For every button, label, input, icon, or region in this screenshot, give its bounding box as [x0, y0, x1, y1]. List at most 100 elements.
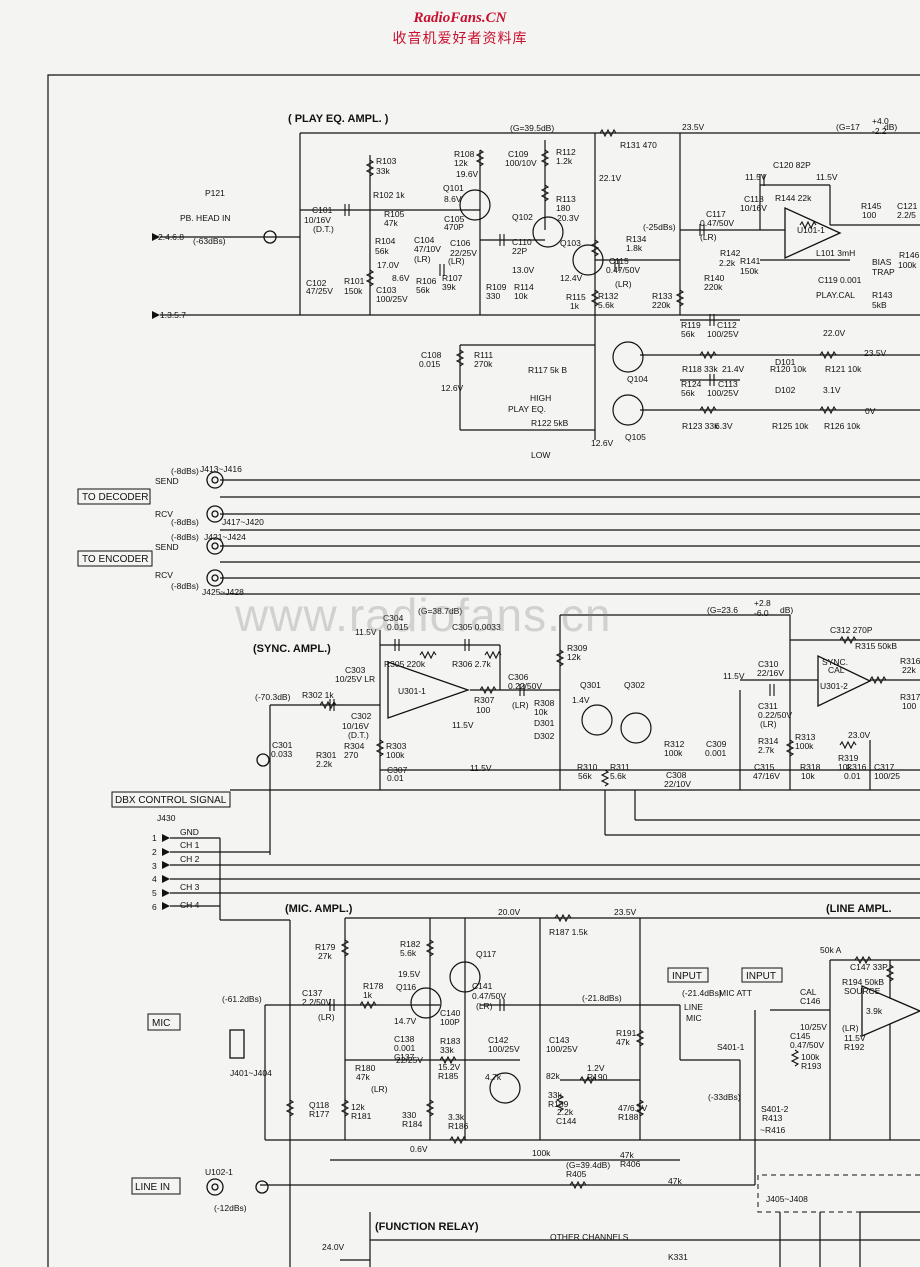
resistor-symbol — [854, 955, 872, 965]
component-label: 22P — [512, 246, 527, 256]
component-label: 1.2k — [556, 156, 573, 166]
component-label: L101 3mH — [816, 248, 855, 258]
transistor-symbols — [410, 189, 652, 1104]
component-label: 1.2V — [587, 1063, 605, 1073]
component-label: R126 10k — [824, 421, 861, 431]
component-label: C101 — [312, 205, 333, 215]
component-label: R122 5kB — [531, 418, 569, 428]
component-label: 10k — [514, 291, 528, 301]
component-label: (LR) — [318, 1012, 335, 1022]
component-label: R125 10k — [772, 421, 809, 431]
component-label: K331 — [668, 1252, 688, 1262]
component-label: 100/25V — [707, 329, 739, 339]
component-label: 2 — [152, 847, 157, 857]
component-label: 270 — [344, 750, 358, 760]
component-label: ~R416 — [760, 1125, 786, 1135]
component-label: 2.7k — [758, 745, 775, 755]
component-label: 47/25V — [306, 286, 333, 296]
component-label: 5.6k — [610, 771, 627, 781]
component-label: 10k — [801, 771, 815, 781]
component-label: 47k — [620, 1150, 634, 1160]
component-label: 17.0V — [377, 260, 400, 270]
section-play-eq: ( PLAY EQ. AMPL. ) — [288, 113, 389, 125]
component-label: 10k — [838, 762, 852, 772]
component-label: 14.7V — [394, 1016, 417, 1026]
component-label: Q118 — [309, 1100, 329, 1110]
component-label: 1.3.5.7 — [160, 310, 186, 320]
component-label: R146 — [899, 250, 920, 260]
component-label: C118 — [744, 194, 764, 204]
component-label: 220k — [652, 300, 671, 310]
component-label: C137 — [302, 988, 323, 998]
resistor-symbol — [555, 649, 565, 667]
component-label: 0.47/50V — [700, 218, 734, 228]
section-titles: ( PLAY EQ. AMPL. ) (SYNC. AMPL.) (MIC. A… — [253, 113, 892, 1233]
component-label: C305 0.0033 — [452, 622, 501, 632]
component-label: S401-1 — [717, 1042, 745, 1052]
component-label: HIGH — [530, 393, 551, 403]
component-label: 2.2/5 — [897, 210, 916, 220]
component-label: R192 — [844, 1042, 865, 1052]
component-label: R303 — [386, 741, 407, 751]
component-label: R304 — [344, 741, 365, 751]
component-label: 8.6V — [444, 194, 462, 204]
component-label: 21.4V — [722, 364, 745, 374]
component-label: 100/25 — [874, 771, 900, 781]
component-label: 330 — [486, 291, 500, 301]
component-label: R193 — [801, 1061, 822, 1071]
component-label: (LR) — [476, 1001, 493, 1011]
component-label: 100/10V — [505, 158, 537, 168]
component-label: -6.0 — [754, 608, 769, 618]
component-label: CH 3 — [180, 882, 200, 892]
component-label: 50k A — [820, 945, 842, 955]
signal-arrows — [152, 233, 170, 910]
component-label: R132 — [598, 291, 619, 301]
component-label: +4.0 — [872, 116, 889, 126]
mic-label: MIC — [152, 1018, 170, 1029]
resistor-symbol — [455, 349, 465, 367]
component-label: 100/25V — [376, 294, 408, 304]
component-label: R312 — [664, 739, 685, 749]
resistor-symbol — [799, 220, 817, 230]
component-label: R114 — [514, 282, 534, 292]
component-label: 33k — [376, 166, 390, 176]
resistor-symbol — [635, 1029, 645, 1047]
resistor-symbol — [475, 149, 485, 167]
component-label: 0.001 — [394, 1043, 416, 1053]
component-label: C317 — [874, 762, 895, 772]
resistor-symbol — [439, 1055, 457, 1065]
component-label: C312 270P — [830, 625, 873, 635]
component-symbols — [285, 128, 895, 1190]
component-label: R181 — [351, 1111, 372, 1121]
component-label: 11.5V — [355, 627, 377, 637]
component-label: R141 — [740, 256, 761, 266]
resistor-symbol — [839, 740, 857, 750]
component-label: 11.5V — [816, 172, 838, 182]
component-label: 100/25V — [707, 388, 739, 398]
component-label: C105 — [444, 214, 465, 224]
component-label: C315 — [754, 762, 775, 772]
component-label: 5.6k — [400, 948, 417, 958]
component-label: 12k — [567, 652, 581, 662]
component-label: 10/16V — [304, 215, 331, 225]
component-label: R133 — [652, 291, 673, 301]
component-label: SOURCE — [844, 986, 881, 996]
component-label: 0.6V — [410, 1144, 428, 1154]
component-label: 47k — [356, 1072, 370, 1082]
resistor-symbol — [449, 1135, 467, 1145]
component-label: CH 4 — [180, 900, 200, 910]
component-label: 19.5V — [398, 969, 421, 979]
component-label: (-8dBs) — [171, 466, 199, 476]
component-label: 1.4V — [572, 695, 590, 705]
component-label: R119 — [681, 320, 701, 330]
component-label: MIC ATT — [719, 988, 752, 998]
component-label: R184 — [402, 1119, 423, 1129]
component-label: R302 1k — [302, 690, 334, 700]
component-label: R179 — [315, 942, 336, 952]
component-label: PLAY EQ. — [508, 404, 546, 414]
component-label: 22/25V — [450, 248, 477, 258]
component-label: 3.9k — [866, 1006, 883, 1016]
to-decoder-label: TO DECODER — [82, 492, 149, 503]
component-label: R305 220k — [384, 659, 426, 669]
component-label: 0.01 — [387, 773, 404, 783]
